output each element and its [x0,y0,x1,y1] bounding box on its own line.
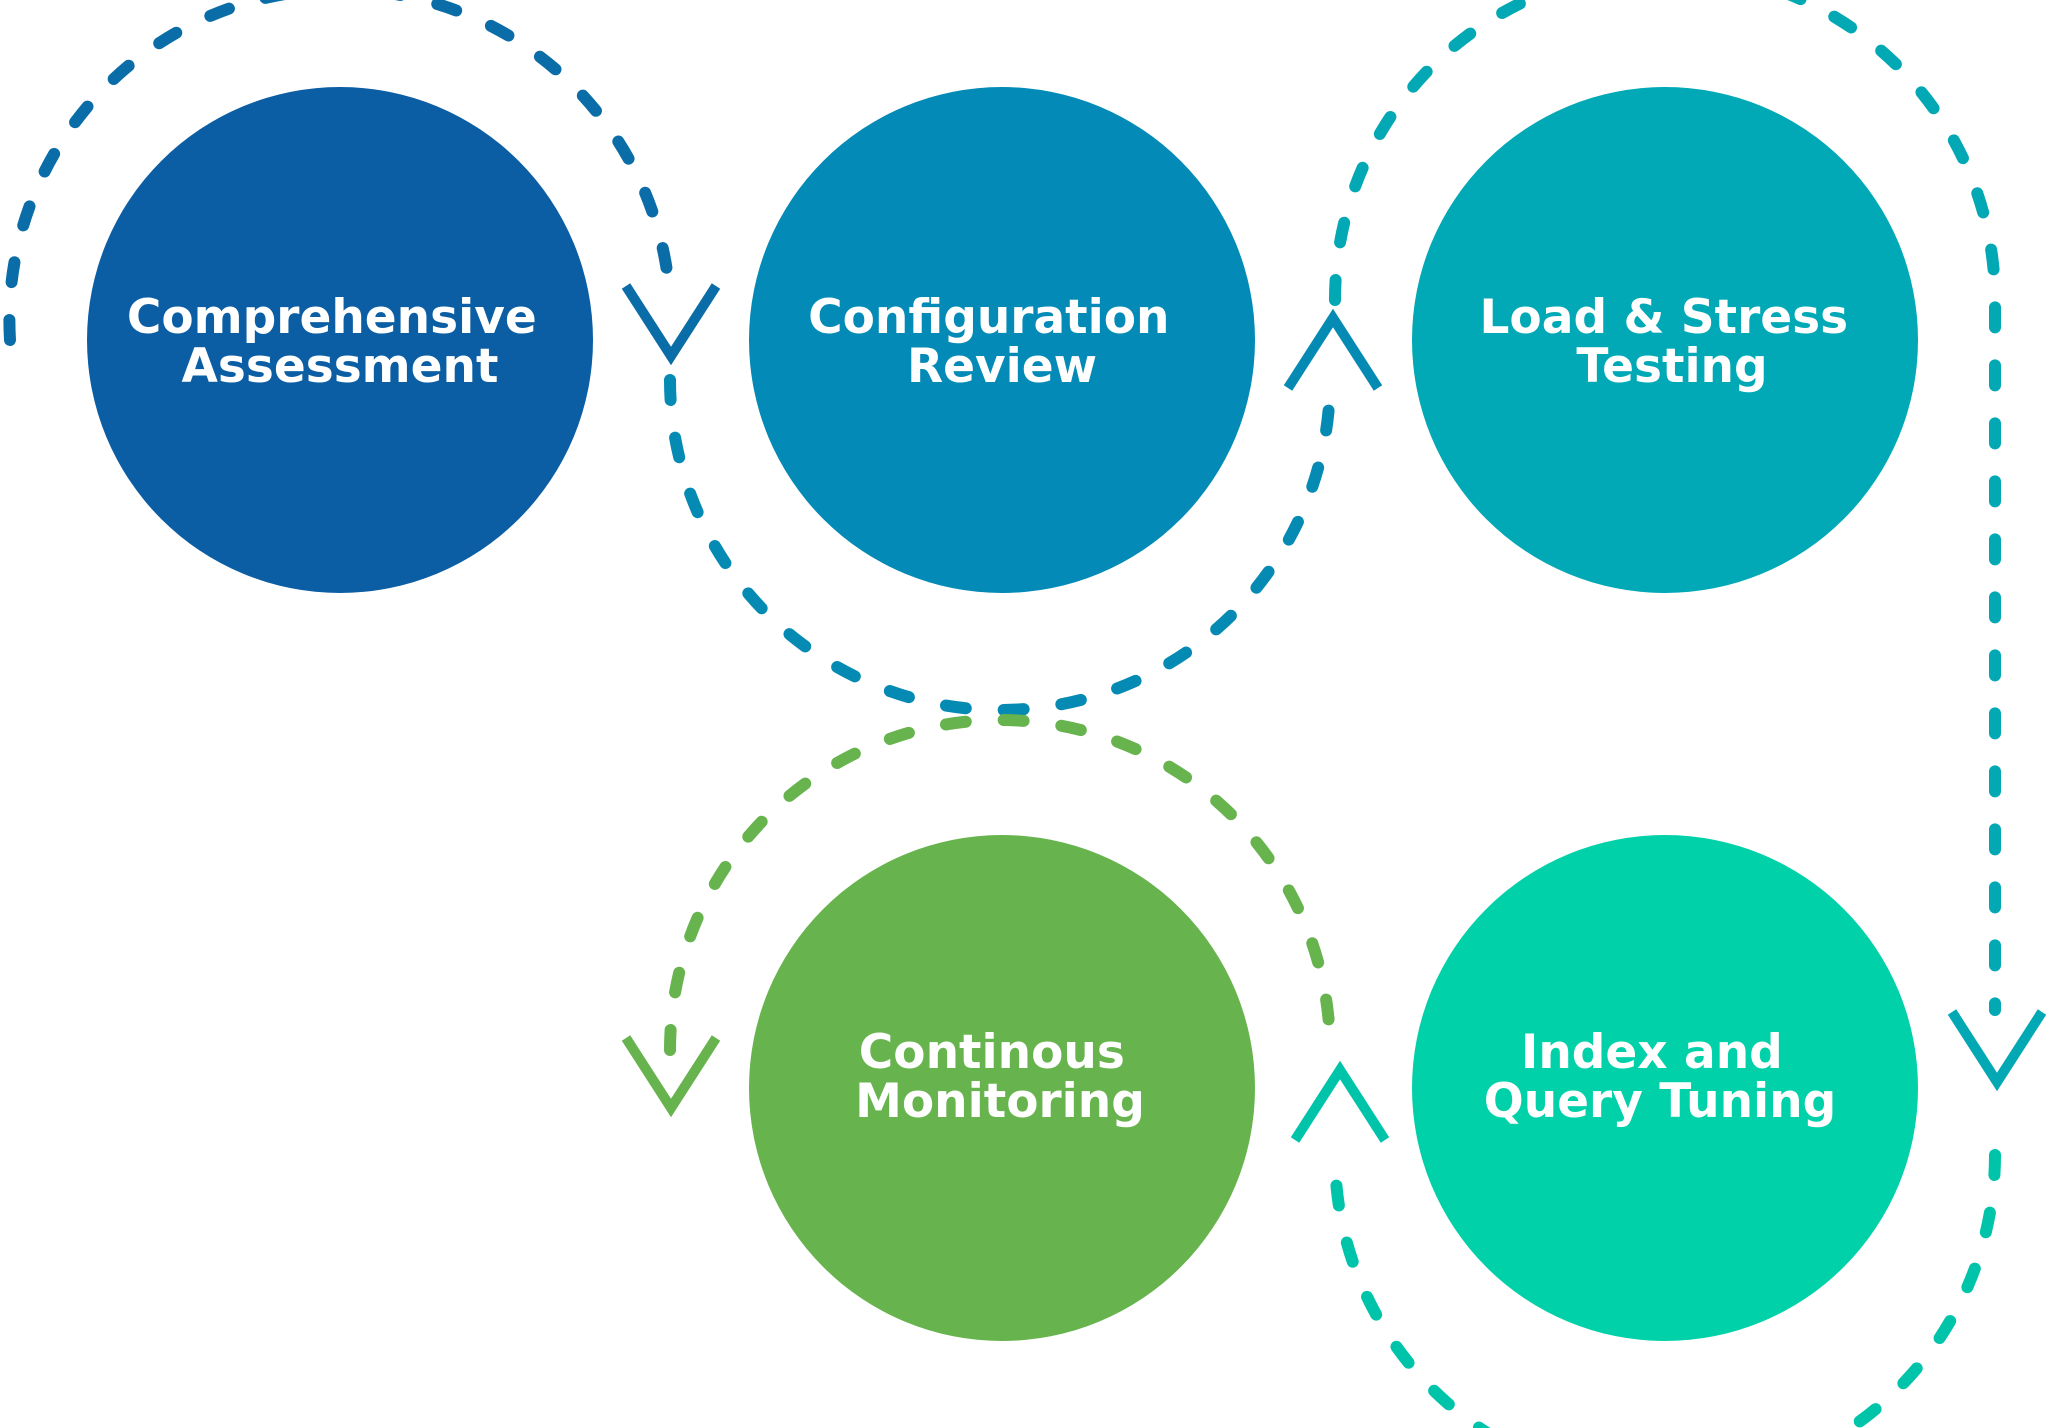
step-circle [749,835,1255,1341]
step-circle [1412,835,1918,1341]
step-circle [749,87,1255,593]
step-continous-monitoring: Continous Monitoring [749,835,1255,1341]
chevron-up-icon [1290,1060,1390,1143]
step-configuration-review: Configuration Review [749,87,1255,593]
step-index-query-tuning: Index and Query Tuning [1412,835,1918,1341]
step-load-stress-testing: Load & Stress Testing [1412,87,1918,593]
chevron-down-icon [621,283,721,366]
step-comprehensive-assessment: Comprehensive Assessment [87,87,593,593]
connector-arc-assessment-to-review [3,0,676,346]
connector-arc-tuning-to-monitoring [1329,1149,2001,1428]
step-label: Comprehensive Assessment [127,290,553,394]
step-circle [87,87,593,593]
chevron-up-icon [1283,308,1383,391]
step-label: Index and Query Tuning [1484,1025,1837,1129]
connector-arc-testing-to-tuning [1329,0,2001,1016]
connector-arc-monitoring-tail [664,714,1336,1056]
chevron-down-icon [621,1035,721,1118]
connector-arc-review-to-testing [664,374,1336,716]
step-circle [1412,87,1918,593]
step-label: Load & Stress Testing [1479,290,1864,394]
chevron-down-icon [1947,1009,2047,1092]
step-label: Configuration Review [808,290,1186,394]
step-label: Continous Monitoring [855,1025,1145,1129]
